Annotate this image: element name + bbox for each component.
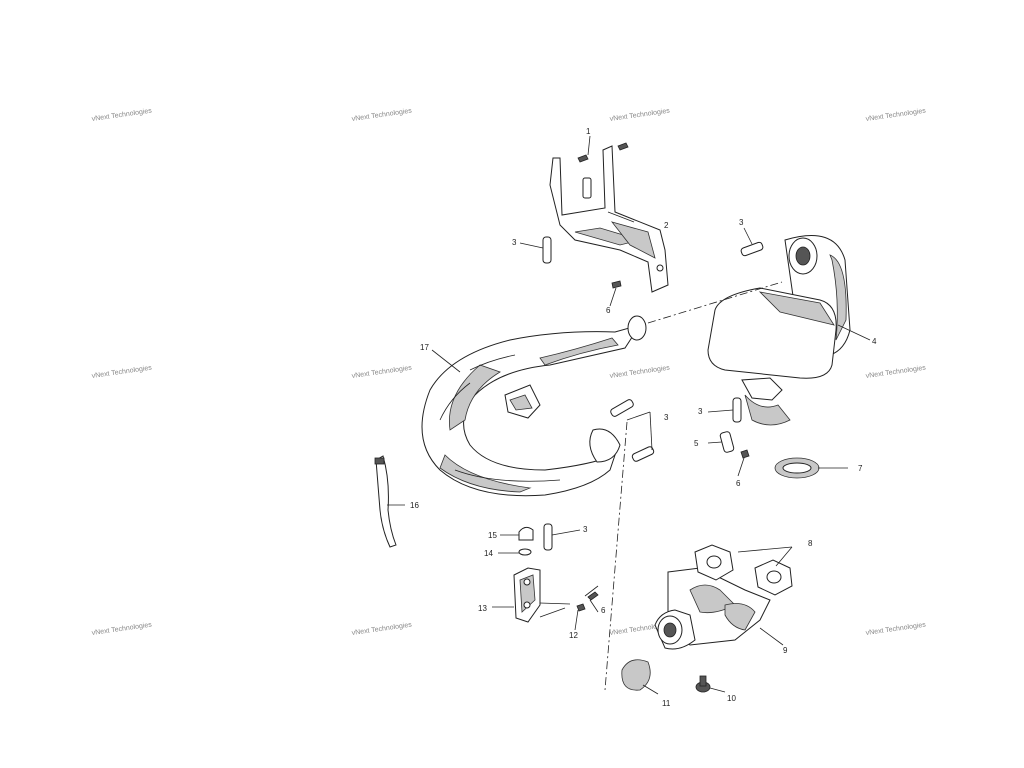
callout-3: 3	[664, 413, 669, 422]
callout-13: 13	[478, 604, 487, 613]
watermark: vNext Technologies	[351, 108, 412, 123]
callout-4: 4	[872, 337, 877, 346]
watermark: vNext Technologies	[351, 622, 412, 637]
callout-16: 16	[410, 501, 419, 510]
watermark: vNext Technologies	[91, 365, 152, 380]
watermark: vNext Technologies	[865, 365, 926, 380]
silencer-gasket	[774, 457, 820, 479]
callout-6: 6	[601, 606, 606, 615]
watermark: vNext Technologies	[351, 365, 412, 380]
watermark: vNext Technologies	[865, 622, 926, 637]
exhaust-manifold	[654, 567, 771, 650]
callout-2: 2	[664, 221, 669, 230]
lower-mounting-bracket	[513, 567, 541, 623]
callout-3: 3	[698, 407, 703, 416]
callout-7: 7	[858, 464, 863, 473]
manifold-stud	[695, 675, 711, 693]
callout-9: 9	[783, 646, 788, 655]
callout-14: 14	[484, 549, 493, 558]
callout-1: 1	[586, 127, 591, 136]
bracket-bolts	[577, 142, 629, 289]
watermark: vNext Technologies	[609, 108, 670, 123]
callout-10: 10	[727, 694, 736, 703]
watermark: vNext Technologies	[609, 365, 670, 380]
manifold-gaskets	[694, 544, 793, 596]
callout-numbers: 1 2 3 3 3 3 3 4 5 6 6 6 7 8 9 10 11 12 1…	[410, 127, 877, 708]
callout-11: 11	[662, 699, 671, 708]
callout-15: 15	[488, 531, 497, 540]
callout-17: 17	[420, 343, 429, 352]
silencer	[707, 235, 851, 426]
callout-3: 3	[739, 218, 744, 227]
callout-3: 3	[583, 525, 588, 534]
centerline	[604, 421, 628, 691]
callout-5: 5	[694, 439, 699, 448]
mounting-plate	[719, 431, 750, 459]
retaining-strap	[374, 455, 397, 548]
watermark: vNext Technologies	[91, 622, 152, 637]
callout-12: 12	[569, 631, 578, 640]
watermark: vNext Technologies	[865, 108, 926, 123]
expansion-chamber	[421, 315, 647, 497]
grommet-and-washer	[518, 526, 534, 556]
callout-6: 6	[606, 306, 611, 315]
callout-6: 6	[736, 479, 741, 488]
leader-lines	[387, 135, 871, 695]
callout-8: 8	[808, 539, 813, 548]
centerline	[647, 281, 783, 324]
watermark: vNext Technologies	[91, 108, 152, 123]
callout-3: 3	[512, 238, 517, 247]
exhaust-springs	[542, 236, 764, 551]
upper-mounting-bracket	[549, 145, 669, 293]
lower-bolts	[576, 585, 599, 612]
exhaust-cap	[621, 659, 651, 691]
